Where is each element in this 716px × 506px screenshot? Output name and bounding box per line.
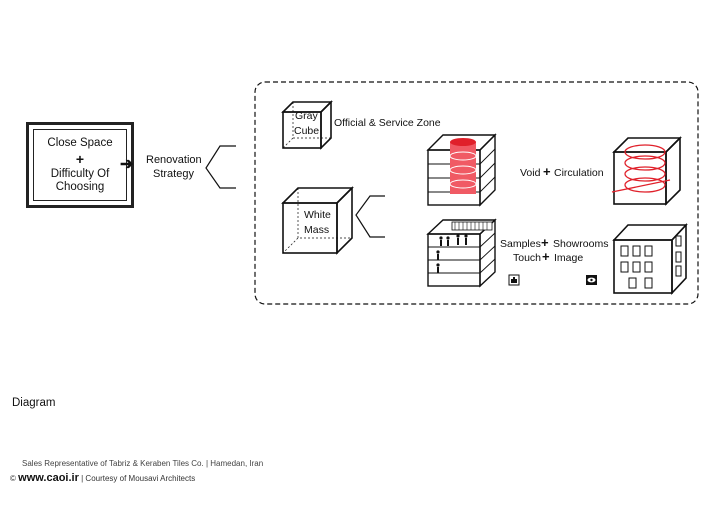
white-mass-line-2: Mass xyxy=(304,224,330,236)
eye-view-icon xyxy=(586,275,597,285)
void-cube-icon xyxy=(426,133,497,207)
dashed-frame xyxy=(254,81,699,305)
strategy-line-1: Renovation xyxy=(146,154,202,166)
samples-label-right: Showrooms xyxy=(553,238,609,250)
white-mass-cube-icon xyxy=(281,186,354,255)
gray-cube-line-1: Gray xyxy=(295,110,318,122)
showroom-cube-icon xyxy=(426,218,497,288)
touch-label-plus: + xyxy=(542,249,550,264)
void-label-plus: + xyxy=(543,164,551,179)
gray-cube-line-2: Cube xyxy=(294,125,320,137)
problem-line-2: Difficulty Of xyxy=(50,167,110,180)
samples-label-plus: + xyxy=(541,235,549,250)
hand-touch-icon xyxy=(508,274,520,286)
arrow-right-icon: ➔ xyxy=(120,156,134,173)
void-label-left: Void xyxy=(520,167,541,179)
footer-line-1: Sales Representative of Tabriz & Keraben… xyxy=(22,459,264,468)
problem-plus: + xyxy=(75,150,85,167)
facade-cube-icon xyxy=(612,222,688,296)
problem-box: Close Space + Difficulty Of Choosing xyxy=(26,122,134,208)
samples-label-left: Samples xyxy=(500,238,541,250)
white-mass-line-1: White xyxy=(304,209,331,221)
touch-label-right: Image xyxy=(554,252,584,264)
site-link[interactable]: www.caoi.ir xyxy=(18,472,79,484)
gray-cube-icon xyxy=(281,100,333,150)
problem-line-3: Choosing xyxy=(55,180,105,193)
void-label-right: Circulation xyxy=(554,167,604,179)
copyright-symbol: © xyxy=(10,474,16,483)
gray-cube-label: Official & Service Zone xyxy=(334,117,441,129)
strategy-bracket xyxy=(205,145,236,189)
problem-line-1: Close Space xyxy=(47,136,113,149)
white-mass-bracket xyxy=(355,195,385,238)
circulation-cube-icon xyxy=(611,136,682,206)
caption: Diagram xyxy=(12,397,56,409)
strategy-line-2: Strategy xyxy=(153,168,194,180)
problem-box-inner: Close Space + Difficulty Of Choosing xyxy=(33,129,127,201)
touch-label-left: Touch xyxy=(513,252,542,264)
footer-line-2: © www.caoi.ir | Courtesy of Mousavi Arch… xyxy=(10,472,195,484)
credit-text: | Courtesy of Mousavi Architects xyxy=(81,474,196,483)
